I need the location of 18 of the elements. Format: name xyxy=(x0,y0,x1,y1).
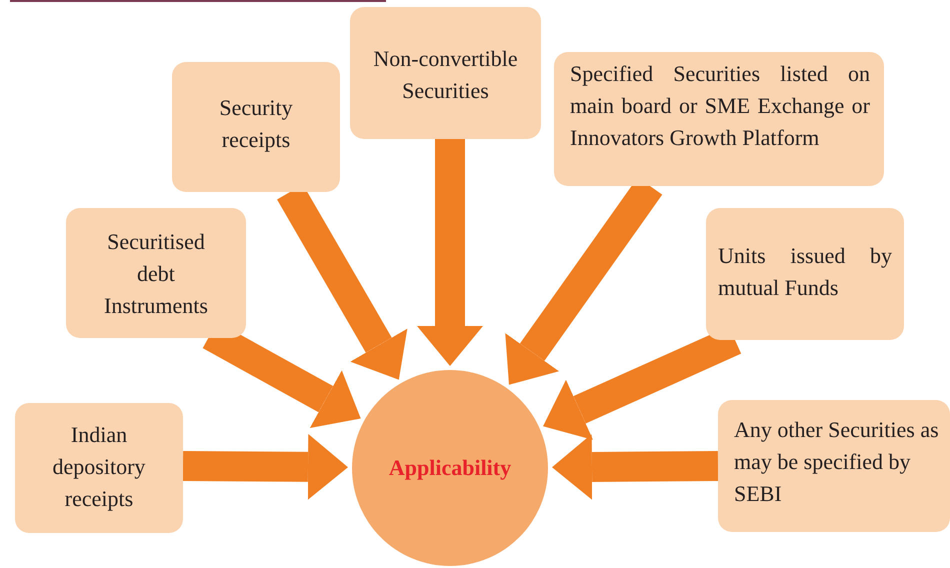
block-arrow xyxy=(417,139,483,366)
category-box xyxy=(172,62,340,192)
box-label: Any other Securities as may be specified by SEBI xyxy=(734,416,940,508)
category-box xyxy=(66,208,246,338)
block-arrow xyxy=(182,434,348,500)
box-label: Security receipts xyxy=(218,94,294,154)
category-box xyxy=(706,208,904,340)
box-label: Indian depository receipts xyxy=(52,421,146,513)
category-box xyxy=(718,400,950,532)
box-label: Securitised debt Instruments xyxy=(103,228,209,320)
category-box xyxy=(350,7,541,139)
box-label: Non-convertible Securities xyxy=(372,45,519,105)
block-arrow xyxy=(552,434,718,500)
category-box xyxy=(554,52,884,186)
category-box xyxy=(15,403,183,533)
circle-label: Applicability xyxy=(388,455,512,481)
box-label: Specified Securities listed on main board or SME Exchange or Innovators Growth Platform xyxy=(570,60,870,152)
box-label: Units issued by mutual Funds xyxy=(718,242,892,302)
